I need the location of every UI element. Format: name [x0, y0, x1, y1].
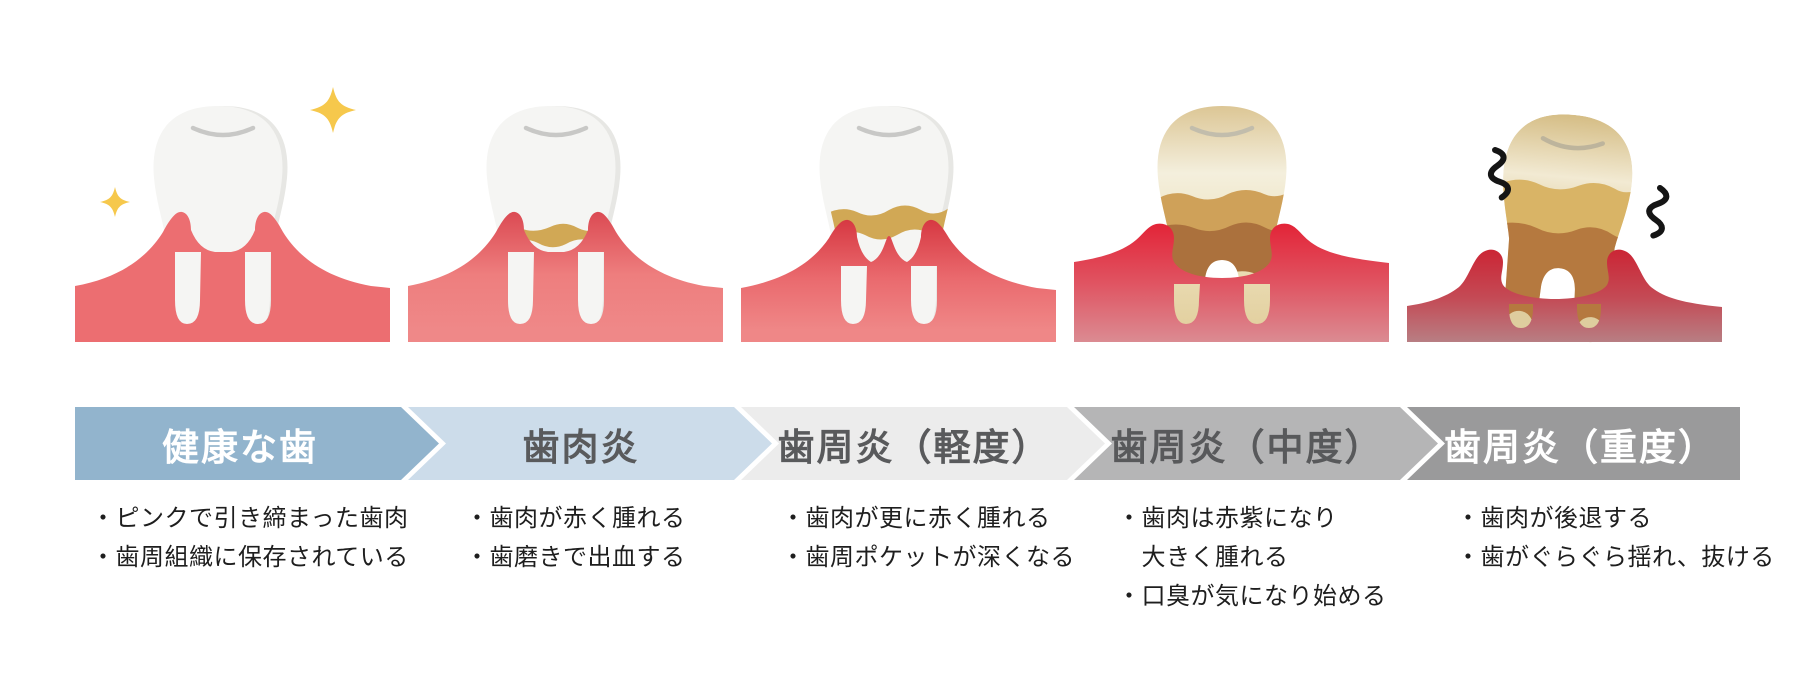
gum [1407, 249, 1722, 342]
description-line: ・ピンクで引き締まった歯肉 [91, 504, 409, 532]
description-line: ・歯肉が更に赤く腫れる [781, 504, 1051, 532]
stage-arrow-healthy: 健康な歯 [75, 407, 439, 480]
stage-arrow-periodontitis-severe: 歯周炎（重度） [1407, 407, 1740, 480]
tooth-illustration-healthy [75, 80, 408, 345]
tooth [486, 106, 621, 331]
tartar-layers [1157, 190, 1287, 283]
description-line: ・歯肉が後退する [1456, 504, 1652, 532]
gum [1074, 223, 1389, 342]
gum [741, 219, 1056, 342]
tooth [1157, 106, 1287, 331]
occlusal-groove [1540, 136, 1605, 151]
tooth [153, 106, 288, 331]
stage-description-healthy: ・ピンクで引き締まった歯肉 ・歯周組織に保存されている [91, 506, 409, 584]
description-line: ・歯磨きで出血する [465, 543, 686, 571]
stage-title: 歯周炎（中度） [1110, 425, 1384, 469]
stage-illustrations [75, 80, 1740, 345]
tooth-illustration-periodontitis-severe [1407, 80, 1740, 345]
occlusal-groove [190, 125, 256, 138]
stage-arrow-band: 健康な歯 歯肉炎 歯周炎（軽度） 歯周炎（中度） 歯周炎（重度） [75, 407, 1740, 480]
gum [408, 211, 723, 342]
sparkle-icon [100, 187, 130, 217]
stage-title: 歯周炎（軽度） [777, 425, 1051, 469]
tooth [819, 106, 954, 331]
stage-title: 歯周炎（重度） [1444, 425, 1717, 469]
description-line: ・歯肉は赤紫になり [1117, 504, 1338, 532]
description-line: ・口臭が気になり始める [1117, 582, 1387, 610]
tooth-illustration-periodontitis-mild [741, 80, 1074, 345]
description-line: ・歯がぐらぐら揺れ、抜ける [1456, 543, 1775, 571]
occlusal-groove [1189, 125, 1255, 138]
mild-periodontitis-tooth-svg [741, 106, 1056, 342]
description-line: 大きく腫れる [1117, 543, 1289, 571]
sparkle-icon [310, 87, 356, 133]
stage-arrow-gingivitis: 歯肉炎 [408, 407, 772, 480]
healthy-tooth-svg [75, 87, 390, 342]
gingivitis-tooth-svg [408, 106, 723, 342]
occlusal-groove [856, 125, 922, 138]
stage-description-periodontitis-moderate: ・歯肉は赤紫になり 大きく腫れる ・口臭が気になり始める [1117, 506, 1387, 623]
stage-description-periodontitis-mild: ・歯肉が更に赤く腫れる ・歯周ポケットが深くなる [781, 506, 1075, 584]
severe-periodontitis-tooth-svg [1407, 109, 1722, 345]
stage-title: 健康な歯 [162, 425, 318, 469]
stage-arrow-periodontitis-moderate: 歯周炎（中度） [1074, 407, 1438, 480]
stage-arrow-periodontitis-mild: 歯周炎（軽度） [741, 407, 1105, 480]
stage-title: 歯肉炎 [522, 425, 640, 469]
tooth-illustration-periodontitis-moderate [1074, 80, 1407, 345]
description-line: ・歯肉が赤く腫れる [465, 504, 686, 532]
tooth-illustration-gingivitis [408, 80, 741, 345]
description-line: ・歯周ポケットが深くなる [781, 543, 1075, 571]
moderate-periodontitis-tooth-svg [1074, 106, 1389, 342]
stage-description-periodontitis-severe: ・歯肉が後退する ・歯がぐらぐら揺れ、抜ける [1456, 506, 1775, 584]
stage-description-gingivitis: ・歯肉が赤く腫れる ・歯磨きで出血する [465, 506, 686, 584]
gum [75, 211, 390, 342]
description-line: ・歯周組織に保存されている [91, 543, 409, 571]
shake-icon [1646, 187, 1668, 237]
occlusal-groove [523, 125, 589, 138]
